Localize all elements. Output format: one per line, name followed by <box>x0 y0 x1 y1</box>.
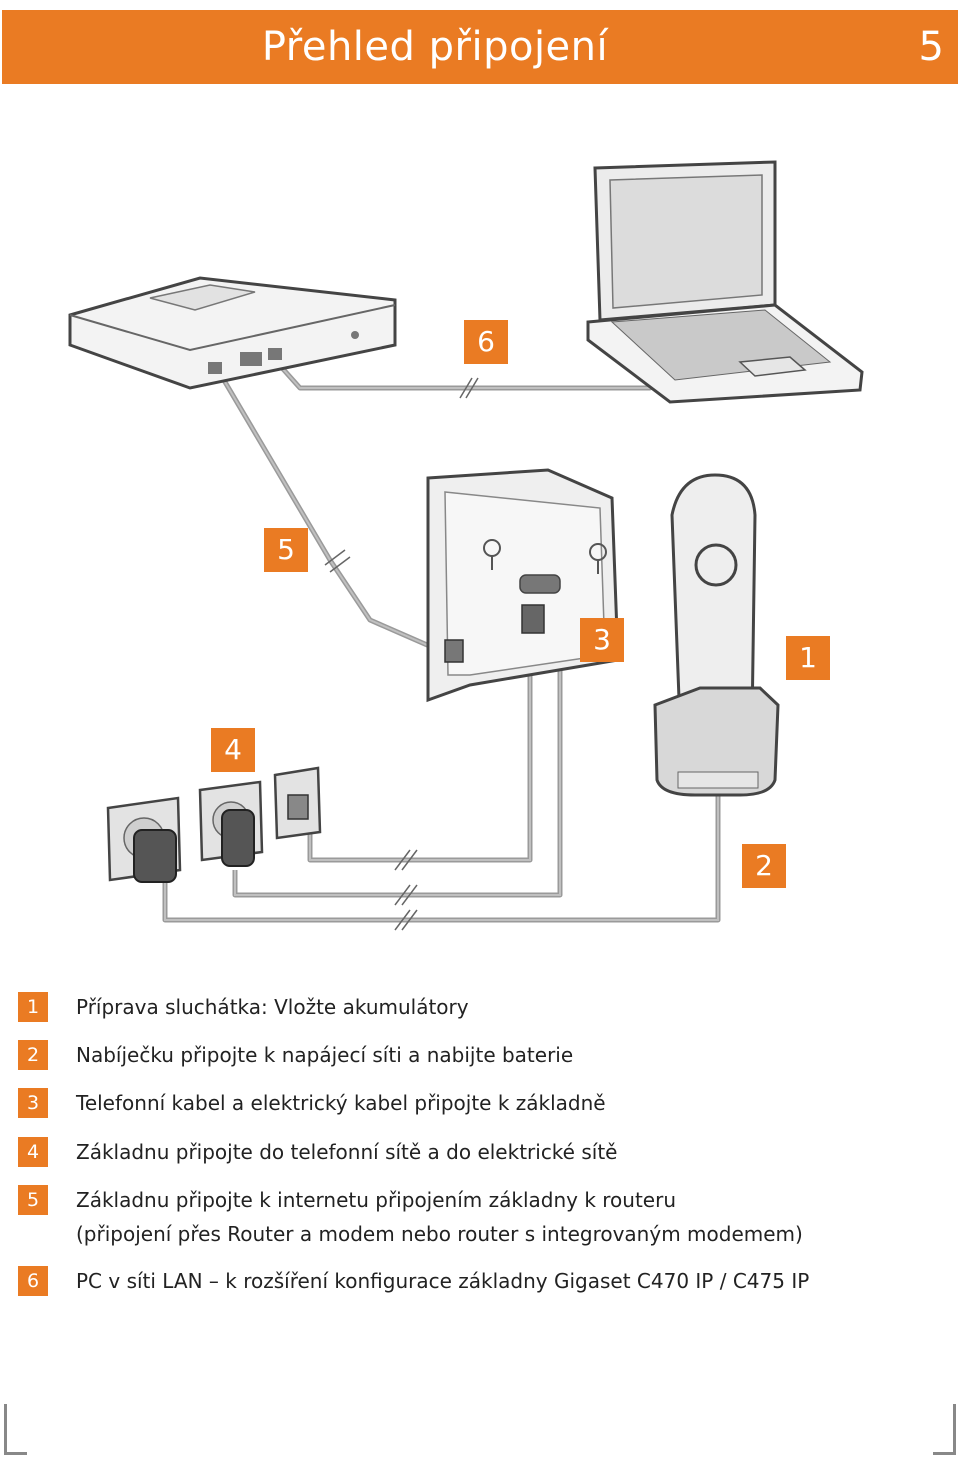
callout-1: 1 <box>786 636 830 680</box>
step-number: 2 <box>18 1040 48 1070</box>
router-illustration <box>68 276 397 390</box>
step-text: PC v síti LAN – k rozšíření konfigurace … <box>76 1269 810 1293</box>
page-title: Přehled připojení <box>261 24 609 70</box>
page-number: 5 <box>918 24 944 70</box>
callout-5: 5 <box>264 528 308 572</box>
lan-cable-pc <box>273 358 658 391</box>
step-text: Telefonní kabel a elektrický kabel připo… <box>76 1091 606 1115</box>
laptop-illustration <box>586 160 864 404</box>
callout-6: 6 <box>464 320 508 364</box>
diagram-illustration <box>68 160 864 931</box>
page-header: Přehled připojení 5 <box>2 10 958 84</box>
step-text: Základnu připojte do telefonní sítě a do… <box>76 1140 618 1164</box>
power-socket-2-illustration <box>198 780 264 867</box>
step-number: 3 <box>18 1088 48 1118</box>
base-station-illustration <box>426 468 620 703</box>
step-number: 1 <box>18 992 48 1022</box>
page-corner-mark-right <box>933 1404 956 1455</box>
power-socket-1-illustration <box>106 796 182 883</box>
step-number: 6 <box>18 1266 48 1296</box>
step-number: 4 <box>18 1137 48 1167</box>
callout-2: 2 <box>742 844 786 888</box>
handset-illustration <box>653 473 780 797</box>
step-text-continued: (připojení přes Router a modem nebo rout… <box>76 1222 803 1246</box>
step-text: Příprava sluchátka: Vložte akumulátory <box>76 995 469 1019</box>
step-text: Nabíječku připojte k napájecí síti a nab… <box>76 1043 574 1067</box>
step-number: 5 <box>18 1185 48 1215</box>
connection-diagram: 6 5 3 1 4 2 <box>0 140 960 940</box>
page-corner-mark-left <box>4 1404 27 1455</box>
step-text: Základnu připojte k internetu připojením… <box>76 1188 676 1212</box>
phone-socket-illustration <box>273 766 322 840</box>
lan-cable-base <box>212 363 452 658</box>
callout-4: 4 <box>211 728 255 772</box>
callout-3: 3 <box>580 618 624 662</box>
